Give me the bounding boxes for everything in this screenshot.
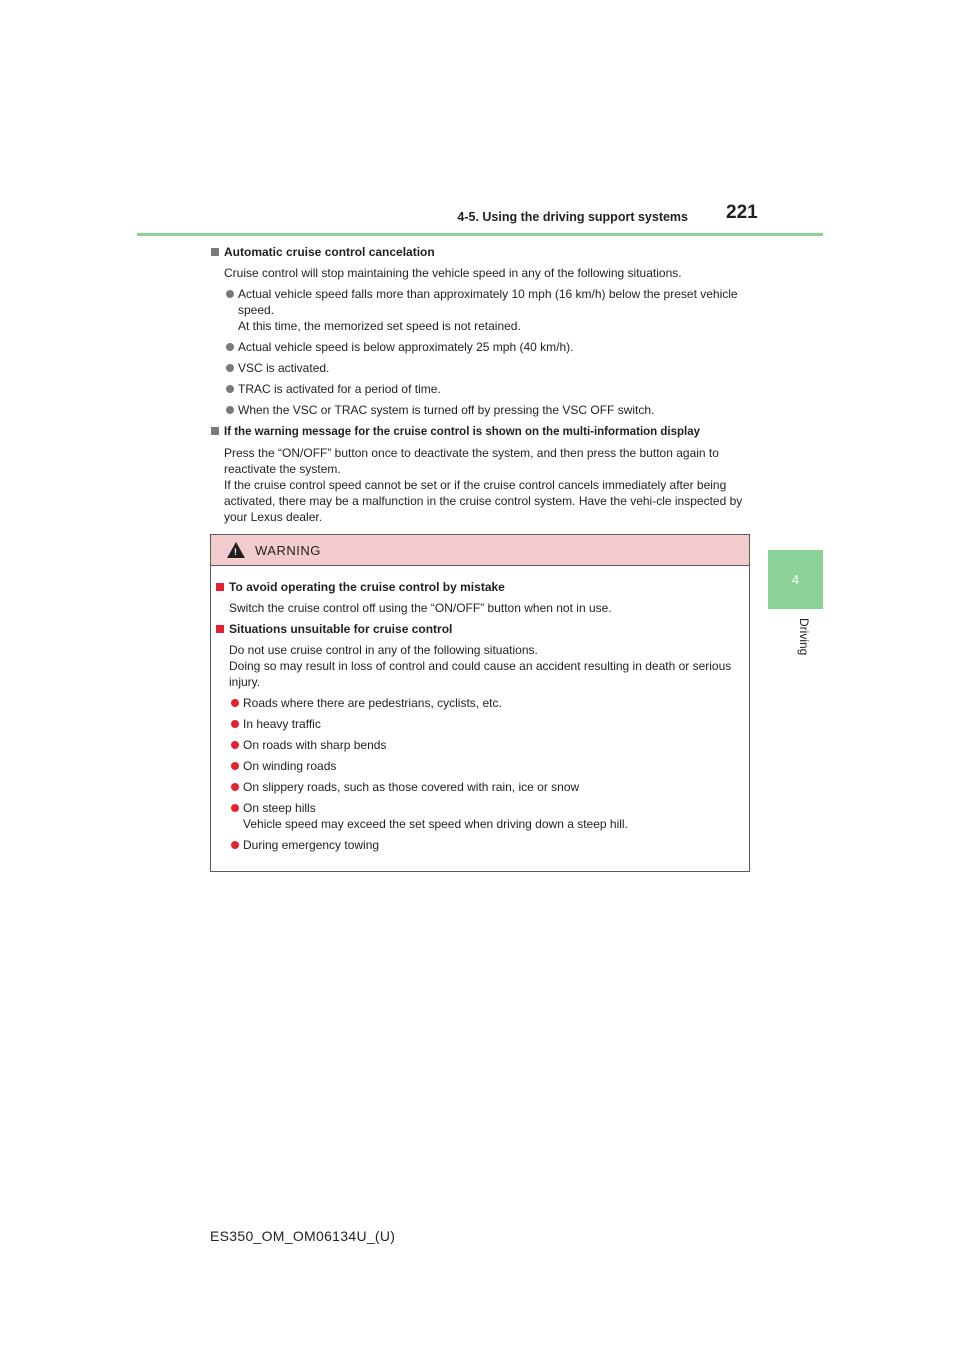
list-item-text: On winding roads xyxy=(243,759,337,773)
circle-bullet-icon xyxy=(226,406,234,414)
warning-item-heading-text: Situations unsuitable for cruise control xyxy=(229,622,453,636)
section-title: 4-5. Using the driving support systems xyxy=(457,210,688,224)
header-rule xyxy=(137,233,823,236)
circle-bullet-icon xyxy=(231,741,239,749)
square-bullet-icon xyxy=(211,427,219,435)
list-item: In heavy traffic xyxy=(215,716,739,732)
section-heading-text: Automatic cruise control cancelation xyxy=(224,245,435,259)
list-item-text: In heavy traffic xyxy=(243,717,321,731)
page-number: 221 xyxy=(726,202,758,223)
circle-bullet-icon xyxy=(231,783,239,791)
list-item: On winding roads xyxy=(215,758,739,774)
list-item: During emergency towing xyxy=(215,837,739,853)
warning-box: ! WARNING To avoid operating the cruise … xyxy=(210,534,750,872)
warning-body: To avoid operating the cruise control by… xyxy=(211,566,749,853)
circle-bullet-icon xyxy=(231,804,239,812)
warning-item-heading-text: To avoid operating the cruise control by… xyxy=(229,580,505,594)
list-item-text: On roads with sharp bends xyxy=(243,738,387,752)
list-item-text: On slippery roads, such as those covered… xyxy=(243,780,580,794)
list-item: Actual vehicle speed is below approximat… xyxy=(210,339,752,355)
list-item-text: On steep hills xyxy=(243,801,316,815)
circle-bullet-icon xyxy=(231,841,239,849)
list-item: On roads with sharp bends xyxy=(215,737,739,753)
section-heading-text: If the warning message for the cruise co… xyxy=(224,426,701,438)
list-item: Actual vehicle speed falls more than app… xyxy=(210,286,752,334)
circle-bullet-icon xyxy=(231,762,239,770)
square-bullet-icon xyxy=(211,248,219,256)
list-item-note: Vehicle speed may exceed the set speed w… xyxy=(243,817,628,831)
warning-title: WARNING xyxy=(255,543,321,558)
square-bullet-icon xyxy=(216,625,224,633)
list-item-text: Actual vehicle speed is below approximat… xyxy=(238,340,574,354)
warning-item-heading: To avoid operating the cruise control by… xyxy=(215,579,739,595)
warning-triangle-icon xyxy=(227,542,245,558)
list-item-note: At this time, the memorized set speed is… xyxy=(238,319,521,333)
warning-item-text: Switch the cruise control off using the … xyxy=(229,601,612,615)
chapter-label: Driving xyxy=(797,618,811,656)
chapter-number: 4 xyxy=(791,572,800,587)
list-item-text: Roads where there are pedestrians, cycli… xyxy=(243,696,502,710)
list-item: Roads where there are pedestrians, cycli… xyxy=(215,695,739,711)
list-item: On steep hills Vehicle speed may exceed … xyxy=(215,800,739,832)
chapter-tab: 4 xyxy=(768,550,823,609)
list-item-text: During emergency towing xyxy=(243,838,380,852)
list-item: On slippery roads, such as those covered… xyxy=(215,779,739,795)
list-item-text: When the VSC or TRAC system is turned of… xyxy=(238,403,655,417)
section-heading: If the warning message for the cruise co… xyxy=(210,423,752,440)
circle-bullet-icon xyxy=(226,290,234,298)
warning-header: ! WARNING xyxy=(211,535,749,566)
warning-item-text: Do not use cruise control in any of the … xyxy=(229,643,538,657)
warning-item-heading: Situations unsuitable for cruise control xyxy=(215,621,739,637)
main-content: Automatic cruise control cancelation Cru… xyxy=(210,244,752,530)
circle-bullet-icon xyxy=(226,343,234,351)
circle-bullet-icon xyxy=(226,385,234,393)
warning-item-text: Doing so may result in loss of control a… xyxy=(229,659,732,689)
list-item-text: VSC is activated. xyxy=(238,361,330,375)
list-item: VSC is activated. xyxy=(210,360,752,376)
list-item: TRAC is activated for a period of time. xyxy=(210,381,752,397)
section-intro: Cruise control will stop maintaining the… xyxy=(224,266,682,280)
footer-doc-id: ES350_OM_OM06134U_(U) xyxy=(210,1228,396,1244)
exclamation-icon: ! xyxy=(234,547,237,557)
section-heading: Automatic cruise control cancelation xyxy=(210,244,752,260)
section-paragraph: If the cruise control speed cannot be se… xyxy=(224,478,743,524)
section-paragraph: Press the “ON/OFF” button once to deacti… xyxy=(224,446,719,476)
list-item-text: Actual vehicle speed falls more than app… xyxy=(238,287,738,317)
circle-bullet-icon xyxy=(226,364,234,372)
square-bullet-icon xyxy=(216,583,224,591)
circle-bullet-icon xyxy=(231,699,239,707)
list-item: When the VSC or TRAC system is turned of… xyxy=(210,402,752,418)
list-item-text: TRAC is activated for a period of time. xyxy=(238,382,441,396)
circle-bullet-icon xyxy=(231,720,239,728)
